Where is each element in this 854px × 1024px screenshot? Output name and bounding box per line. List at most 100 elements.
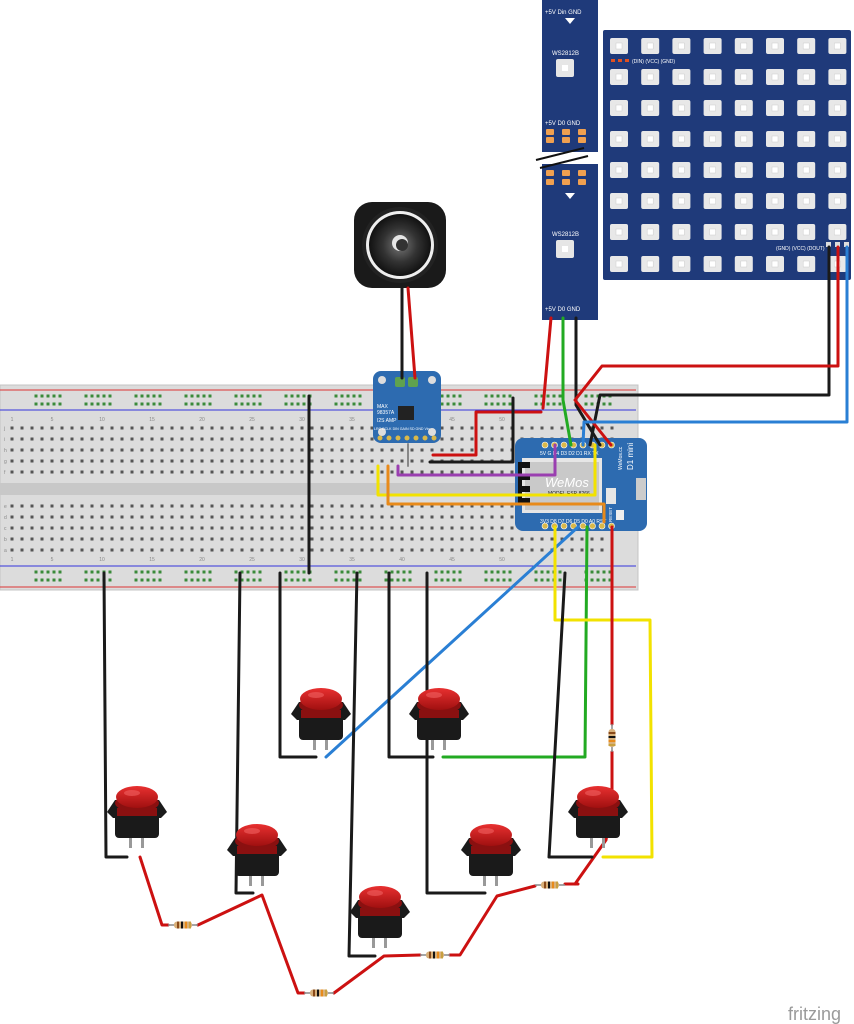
col-number-top: 15 xyxy=(149,417,155,423)
push-button[interactable] xyxy=(568,786,628,848)
row-letter: a xyxy=(4,548,7,554)
wemos-logo: WeMos xyxy=(545,475,589,490)
row-letter: c xyxy=(4,526,7,532)
wemos-top-pins: 5V G D4 D3 D2 D1 RX TX xyxy=(540,451,599,457)
col-number-top: 25 xyxy=(249,417,255,423)
col-number-bottom: 30 xyxy=(299,557,305,563)
push-button[interactable] xyxy=(409,688,469,750)
wemos-bottom-pins: 3V3 D8 D7 D6 D5 D0 A0 RST xyxy=(540,519,606,525)
col-number-bottom: 25 xyxy=(249,557,255,563)
matrix-bottom-label: (GND) (VCC) (DOUT) xyxy=(776,246,825,252)
push-button[interactable] xyxy=(291,688,351,750)
col-number-bottom: 35 xyxy=(349,557,355,563)
led-strip: +5V Din GND WS2812B +5V D0 GND WS2812B +… xyxy=(530,0,600,320)
col-number-top: 5 xyxy=(51,417,54,423)
push-button[interactable] xyxy=(350,886,410,948)
col-number-top: 45 xyxy=(449,417,455,423)
col-number-bottom: 45 xyxy=(449,557,455,563)
row-letter: f xyxy=(4,470,6,476)
wemos-bottom-pin xyxy=(560,522,568,530)
strip-chip-label-1: WS2812B xyxy=(552,51,579,57)
wire-gnd-btn2 xyxy=(234,571,255,895)
fritzing-watermark: fritzing xyxy=(788,1004,841,1024)
matrix-pin-vcc xyxy=(835,242,840,247)
col-number-top: 35 xyxy=(349,417,355,423)
wire-gnd-btn7 xyxy=(547,571,594,859)
wemos-bottom-pin xyxy=(541,522,549,530)
strip-bottom-pins: +5V D0 GND xyxy=(545,307,581,313)
amp-pin xyxy=(422,435,428,441)
col-number-bottom: 40 xyxy=(399,557,405,563)
matrix-leds xyxy=(610,38,847,272)
col-number-bottom: 20 xyxy=(199,557,205,563)
amp-pin xyxy=(386,435,392,441)
amp-line3: I2S AMP xyxy=(377,418,397,424)
push-button[interactable] xyxy=(107,786,167,848)
wire-speaker-red xyxy=(406,286,417,380)
matrix-top-label: (DIN) (VCC) (GND) xyxy=(632,59,675,65)
strip-top-pins: +5V Din GND xyxy=(545,10,582,16)
matrix-pin-gnd xyxy=(826,242,831,247)
i2s-amplifier: MAX 98357A I2S AMP LRC BCLK DIN GAIN SD … xyxy=(373,371,441,443)
wire-matrix-vcc xyxy=(573,245,840,447)
push-button[interactable] xyxy=(461,824,521,886)
wire-strip-d0 xyxy=(561,316,573,447)
wemos-bottom-pin xyxy=(579,522,587,530)
amp-pins xyxy=(377,435,437,441)
wemos-d1-mini: WeMos MODEL ESP-8266 D1 mini WeMos.cc 5V… xyxy=(515,438,647,531)
row-letter: d xyxy=(4,515,7,521)
wire-chain-1 xyxy=(138,855,170,927)
speaker xyxy=(354,202,446,288)
wemos-top-pin xyxy=(541,441,549,449)
amp-pin xyxy=(431,435,437,441)
amp-pin xyxy=(413,435,419,441)
row-letter: g xyxy=(4,459,7,465)
wire-d7-green xyxy=(441,525,589,759)
push-button[interactable] xyxy=(227,824,287,886)
wemos-top-pin xyxy=(560,441,568,449)
col-number-top: 10 xyxy=(99,417,105,423)
amp-pin xyxy=(395,435,401,441)
wire-amp-orange xyxy=(386,464,606,524)
row-letter: b xyxy=(4,537,7,543)
col-number-bottom: 50 xyxy=(499,557,505,563)
usb-port xyxy=(636,478,646,500)
amp-pin-labels: LRC BCLK DIN GAIN SD GND Vin xyxy=(374,427,430,431)
wemos-bottom-pin xyxy=(589,522,596,530)
col-number-bottom: 5 xyxy=(51,557,54,563)
wire-d8-yellow xyxy=(553,525,654,859)
wire-gnd-btn3 xyxy=(278,571,318,759)
wire-bb-black-a xyxy=(428,396,515,464)
col-number-top: 30 xyxy=(299,417,305,423)
wire-strip-5v xyxy=(541,316,553,410)
wire-bb-red xyxy=(431,410,543,457)
col-number-bottom: 1 xyxy=(11,557,14,563)
wire-amp-yellow xyxy=(376,443,597,497)
wemos-brand: WeMos.cc xyxy=(618,446,624,470)
col-number-top: 1 xyxy=(11,417,14,423)
wemos-bottom-pin xyxy=(570,522,577,530)
wemos-title: D1 mini xyxy=(626,443,635,470)
wire-matrix-dout xyxy=(581,245,849,447)
wire-gnd-btn1 xyxy=(102,571,129,859)
amp-pin xyxy=(377,435,383,441)
wire-gnd-btn5 xyxy=(387,571,435,759)
resistors xyxy=(168,724,616,997)
wire-amp-purple xyxy=(396,443,557,477)
col-number-bottom: 15 xyxy=(149,557,155,563)
strip-mid-pins: +5V D0 GND xyxy=(545,121,581,127)
wire-chain-4 xyxy=(448,884,537,957)
wires xyxy=(102,245,849,995)
wire-chain-3 xyxy=(332,953,422,995)
wemos-reset: RESET xyxy=(608,507,613,522)
row-letter: i xyxy=(4,437,5,443)
col-number-top: 50 xyxy=(499,417,505,423)
col-number-bottom: 10 xyxy=(99,557,105,563)
wire-gnd-btn4 xyxy=(347,571,377,958)
row-letter: h xyxy=(4,448,7,454)
wire-matrix-gnd xyxy=(588,245,831,447)
matrix-pin-dout xyxy=(844,242,849,247)
led-matrix-8x8: (DIN) (VCC) (GND) (GND) (VCC) (DOUT) xyxy=(603,30,851,280)
amp-line2: 98357A xyxy=(377,410,395,416)
